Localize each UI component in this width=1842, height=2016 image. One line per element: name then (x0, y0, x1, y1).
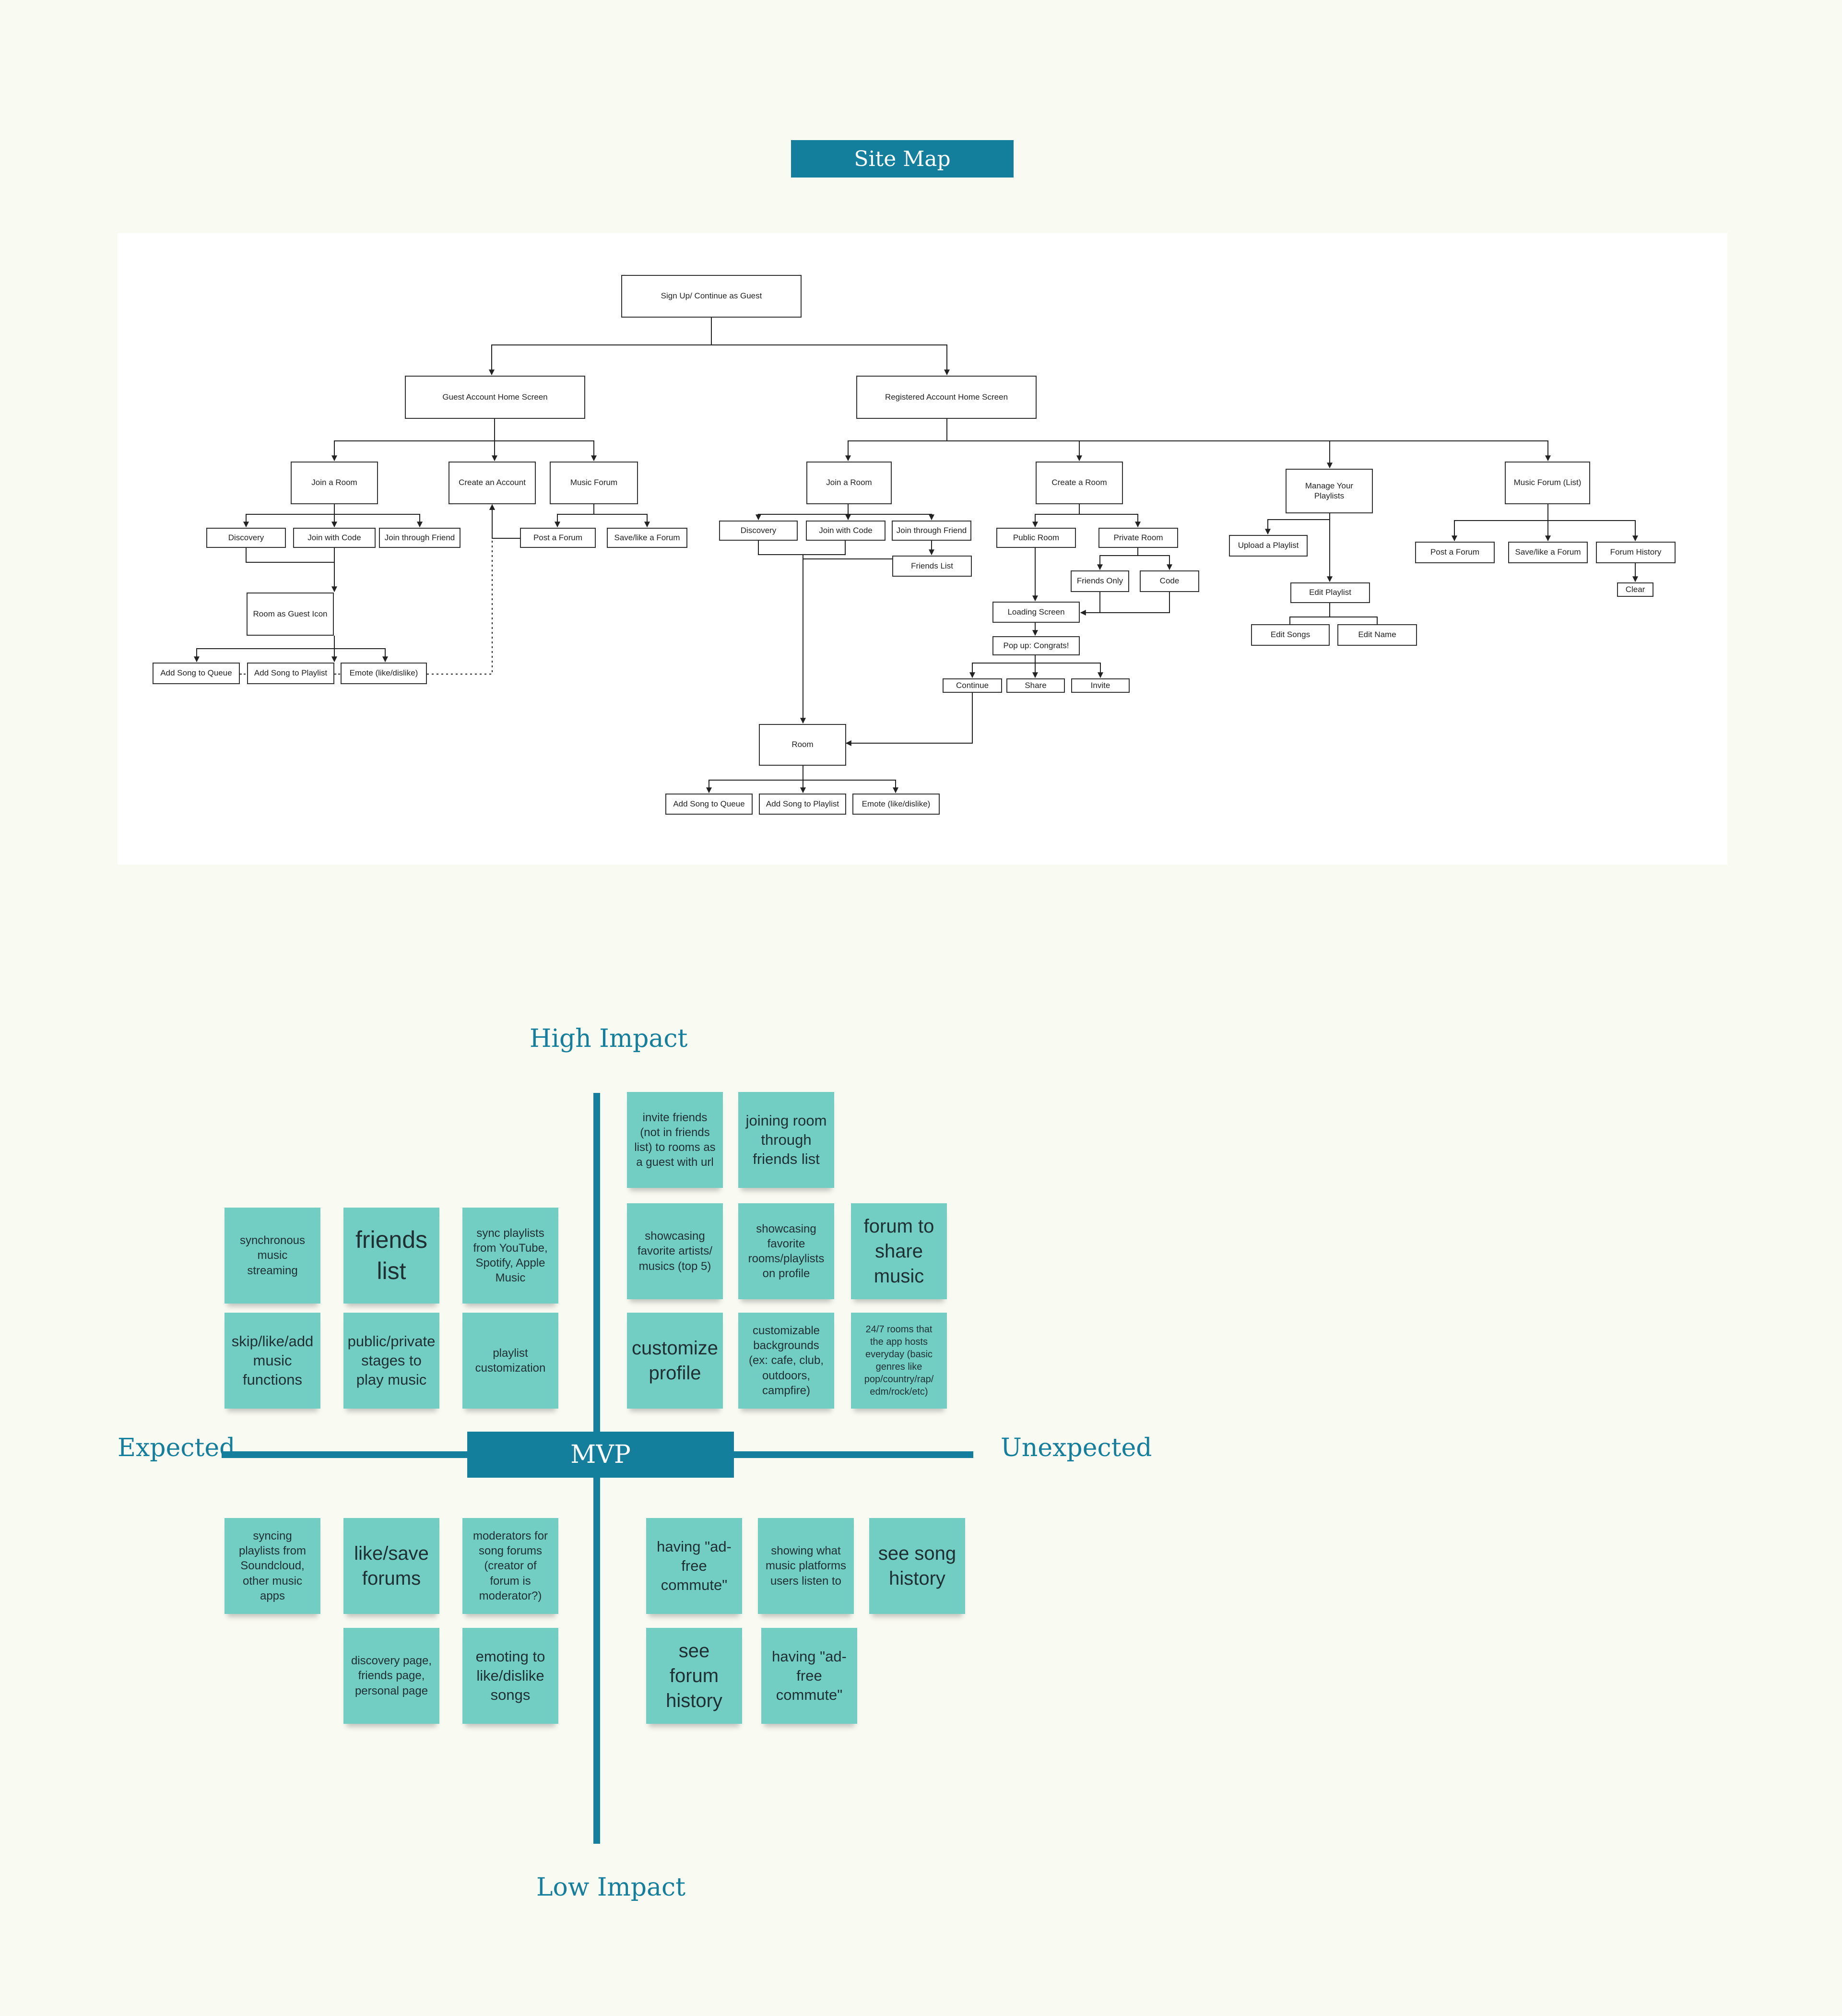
sticky-note: skip/like/add music functions (224, 1313, 320, 1409)
sticky-note: syncing playlists from Soundcloud, other… (224, 1518, 320, 1614)
sticky-note: sync playlists from YouTube, Spotify, Ap… (462, 1208, 558, 1304)
node-reg-save-forum: Save/like a Forum (1508, 542, 1588, 563)
node-guest-join-room: Join a Room (291, 462, 378, 504)
node-guest-add-playlist: Add Song to Playlist (247, 663, 334, 684)
axis-high-impact: High Impact (530, 1024, 688, 1053)
sticky-note: customize profile (627, 1313, 723, 1409)
sticky-note: public/private stages to play music (343, 1313, 439, 1409)
node-registered-home: Registered Account Home Screen (856, 376, 1037, 419)
sticky-note: forum to share music (851, 1203, 947, 1299)
node-guest-join-code: Join with Code (293, 528, 376, 548)
node-reg-continue: Continue (943, 678, 1002, 693)
mvp-label: MVP (467, 1432, 734, 1478)
node-guest-emote: Emote (like/dislike) (341, 663, 427, 684)
sticky-note: friends list (343, 1208, 439, 1304)
site-map-title: Site Map (791, 140, 1014, 178)
node-reg-friends-only: Friends Only (1071, 570, 1129, 592)
node-guest-save-forum: Save/like a Forum (607, 528, 687, 548)
node-reg-music-forum: Music Forum (List) (1505, 462, 1590, 504)
node-reg-friends-list: Friends List (892, 556, 972, 577)
sticky-note: playlist customization (462, 1313, 558, 1409)
node-reg-join-room: Join a Room (806, 462, 892, 504)
node-reg-public-room: Public Room (996, 528, 1076, 548)
axis-unexpected: Unexpected (1001, 1434, 1152, 1462)
node-reg-clear: Clear (1617, 582, 1653, 597)
node-guest-post-forum: Post a Forum (520, 528, 596, 548)
node-reg-add-playlist: Add Song to Playlist (759, 794, 846, 815)
node-reg-join-code: Join with Code (806, 521, 886, 541)
node-reg-code: Code (1140, 570, 1199, 592)
sticky-note: joining room through friends list (738, 1092, 834, 1188)
node-reg-upload-playlist: Upload a Playlist (1229, 535, 1308, 557)
node-reg-room: Room (759, 724, 846, 766)
sticky-note: see forum history (646, 1628, 742, 1724)
sticky-note: showcasing favorite artists/ musics (top… (627, 1203, 723, 1299)
node-reg-add-queue: Add Song to Queue (665, 794, 753, 815)
node-reg-edit-songs: Edit Songs (1251, 624, 1330, 646)
node-reg-manage-playlists: Manage Your Playlists (1286, 469, 1373, 513)
node-reg-post-forum: Post a Forum (1415, 542, 1495, 563)
node-guest-discovery: Discovery (206, 528, 286, 548)
node-guest-music-forum: Music Forum (550, 462, 638, 504)
site-map-connectors (194, 318, 1638, 794)
node-reg-private-room: Private Room (1098, 528, 1178, 548)
node-guest-add-queue: Add Song to Queue (153, 663, 240, 684)
site-map-diagram: Sign Up/ Continue as Guest Guest Account… (118, 233, 1727, 865)
node-guest-create-account: Create an Account (449, 462, 536, 504)
sticky-note: showcasing favorite rooms/playlists on p… (738, 1203, 834, 1299)
node-reg-edit-name: Edit Name (1337, 624, 1417, 646)
sticky-note: having "ad-free commute" (646, 1518, 742, 1614)
sticky-note: emoting to like/dislike songs (462, 1628, 558, 1724)
node-guest-join-friend: Join through Friend (379, 528, 460, 548)
sticky-note: customizable backgrounds (ex: cafe, club… (738, 1313, 834, 1409)
node-reg-loading: Loading Screen (992, 602, 1080, 623)
node-reg-popup: Pop up: Congrats! (992, 636, 1080, 655)
sticky-note: discovery page, friends page, personal p… (343, 1628, 439, 1724)
node-guest-home: Guest Account Home Screen (405, 376, 585, 419)
sticky-note: like/save forums (343, 1518, 439, 1614)
sticky-note: 24/7 rooms that the app hosts everyday (… (851, 1313, 947, 1409)
sticky-note: invite friends (not in friends list) to … (627, 1092, 723, 1188)
sticky-note: showing what music platforms users liste… (758, 1518, 854, 1614)
sticky-note: having "ad-free commute" (761, 1628, 857, 1724)
node-reg-create-room: Create a Room (1036, 462, 1123, 504)
node-reg-edit-playlist: Edit Playlist (1290, 582, 1370, 603)
node-reg-invite: Invite (1071, 678, 1130, 693)
sticky-note: see song history (869, 1518, 965, 1614)
node-reg-share: Share (1006, 678, 1065, 693)
node-reg-join-friend: Join through Friend (892, 521, 971, 541)
node-root: Sign Up/ Continue as Guest (621, 275, 802, 318)
axis-low-impact: Low Impact (536, 1873, 686, 1902)
sticky-note: moderators for song forums (creator of f… (462, 1518, 558, 1614)
node-reg-forum-history: Forum History (1596, 542, 1676, 563)
node-reg-emote: Emote (like/dislike) (852, 794, 940, 815)
axis-expected: Expected (118, 1434, 236, 1462)
node-reg-discovery: Discovery (719, 521, 798, 541)
node-guest-room: Room as Guest Icon (247, 593, 334, 636)
sticky-note: synchronous music streaming (224, 1208, 320, 1304)
